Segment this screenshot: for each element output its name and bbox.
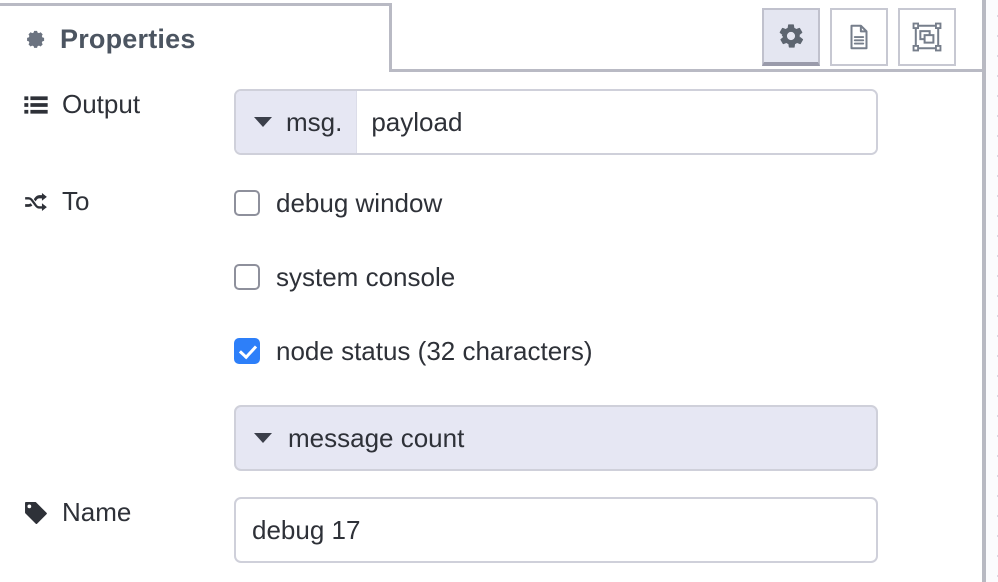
flow-canvas-grid xyxy=(986,0,998,582)
output-label-group: Output xyxy=(0,89,234,120)
output-property-input[interactable]: payload xyxy=(357,91,876,153)
tab-properties[interactable]: Properties xyxy=(0,3,392,75)
appearance-icon xyxy=(912,22,942,52)
to-label-group: To xyxy=(0,186,234,217)
shuffle-icon xyxy=(25,192,47,211)
output-typed-input[interactable]: msg. payload xyxy=(234,89,878,155)
name-label: Name xyxy=(62,497,132,527)
list-icon xyxy=(24,95,48,114)
name-label-group: Name xyxy=(0,497,234,528)
panel-tab-buttons xyxy=(762,8,956,66)
panel-resize-handle[interactable] xyxy=(982,0,986,582)
checkbox-system-console[interactable]: system console xyxy=(234,260,593,294)
checkbox-node-status-label: node status (32 characters) xyxy=(276,335,593,366)
msg-type-dropdown[interactable]: msg. xyxy=(236,91,358,153)
checkbox-debug-window-box[interactable] xyxy=(234,190,260,216)
status-type-row: message count xyxy=(0,405,982,471)
tag-icon xyxy=(25,501,47,524)
properties-tab-button[interactable] xyxy=(762,8,820,66)
output-row: Output msg. payload xyxy=(0,89,982,155)
checkbox-node-status-box[interactable] xyxy=(234,338,260,364)
checkbox-debug-window[interactable]: debug window xyxy=(234,186,593,220)
tab-properties-label: Properties xyxy=(60,23,196,54)
appearance-tab-button[interactable] xyxy=(898,8,956,66)
status-type-select[interactable]: message count xyxy=(234,405,878,471)
name-row: Name debug 17 xyxy=(0,497,982,563)
checkbox-node-status[interactable]: node status (32 characters) xyxy=(234,334,593,368)
description-tab-button[interactable] xyxy=(830,8,888,66)
checkbox-debug-window-label: debug window xyxy=(276,187,443,218)
chevron-down-icon xyxy=(254,117,272,127)
checkbox-system-console-label: system console xyxy=(276,261,456,292)
to-options-group: debug window system console node status … xyxy=(234,186,593,368)
msg-type-label: msg. xyxy=(286,106,343,137)
output-label: Output xyxy=(62,89,141,119)
gear-icon xyxy=(27,30,45,48)
to-row: To debug window system console node stat… xyxy=(0,186,982,368)
document-icon xyxy=(850,24,868,50)
tab-bar-underline xyxy=(0,69,982,72)
name-input[interactable]: debug 17 xyxy=(234,497,878,563)
chevron-down-icon xyxy=(254,433,272,443)
panel-tab-bar: Properties xyxy=(0,0,982,75)
status-type-value: message count xyxy=(288,422,465,453)
gear-icon xyxy=(779,24,804,48)
checkbox-system-console-box[interactable] xyxy=(234,264,260,290)
to-label: To xyxy=(62,186,90,216)
